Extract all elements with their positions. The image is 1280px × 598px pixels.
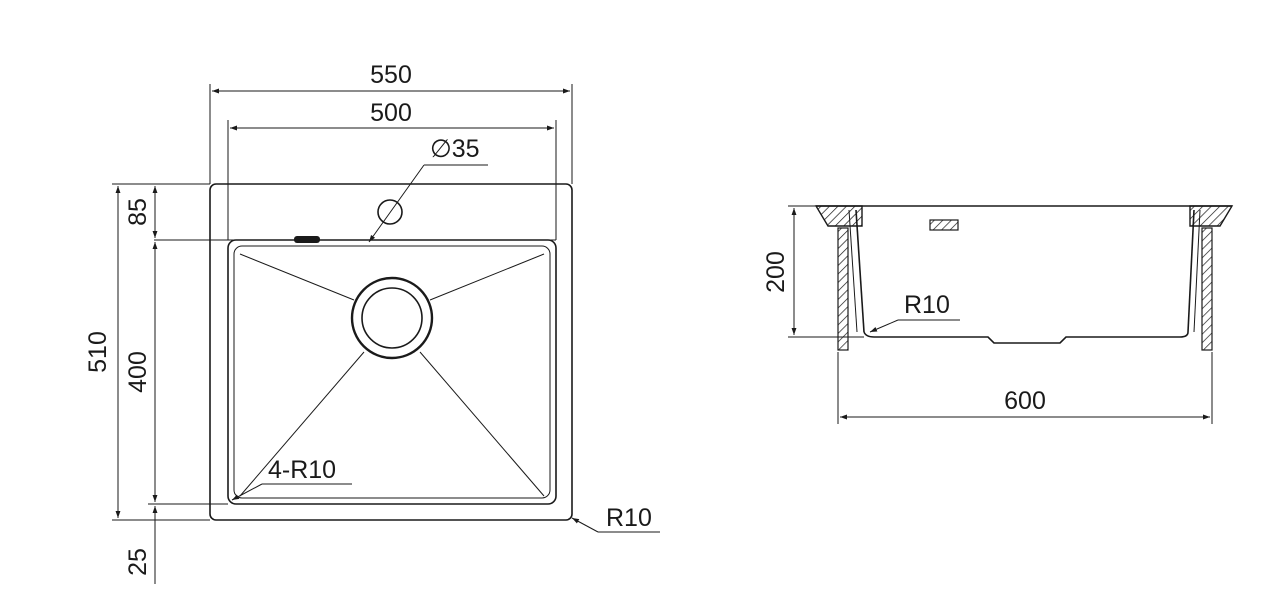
- dim-400-label: 400: [124, 351, 152, 393]
- overflow-slot-side: [929, 219, 959, 231]
- side-radius-label: R10: [904, 291, 950, 319]
- left-flange: [814, 205, 863, 227]
- dim-550-label: 550: [370, 61, 412, 89]
- side-view: 200 R10 600: [762, 205, 1234, 424]
- inner-radius-leader: [231, 483, 263, 501]
- dim-600-label: 600: [1004, 387, 1046, 415]
- outer-radius-leader: [571, 517, 599, 533]
- drain-guide: [239, 351, 365, 497]
- outer-outline: [209, 183, 573, 521]
- side-radius-leader: [869, 319, 899, 333]
- dim-200-label: 200: [762, 251, 790, 293]
- right-flange: [1189, 205, 1234, 227]
- outer-radius-label: R10: [606, 504, 652, 532]
- dim-510-label: 510: [84, 331, 112, 373]
- drain-guide: [429, 253, 545, 301]
- inner-radius-label: 4-R10: [268, 456, 336, 484]
- tap-hole: [377, 199, 403, 225]
- right-mount-rod: [1201, 227, 1213, 351]
- tap-hole-leader: [368, 164, 425, 243]
- dim-25-label: 25: [124, 548, 152, 576]
- left-mount-rod: [837, 227, 849, 351]
- drain-guide: [419, 351, 545, 497]
- bowl-inner-outline: [233, 245, 551, 499]
- drain-inner: [361, 287, 423, 349]
- drain-outer: [350, 276, 434, 360]
- top-view: 550 500 ∅35 510 85 400 25 4-R10 R10: [84, 61, 660, 584]
- dim-85-label: 85: [124, 198, 152, 226]
- bowl-bottom: [863, 331, 1189, 344]
- tap-hole-label: ∅35: [430, 135, 480, 163]
- drain-guide: [239, 253, 355, 301]
- overflow-slot: [294, 236, 320, 243]
- dim-500-label: 500: [370, 99, 412, 127]
- bowl-outline: [227, 239, 557, 505]
